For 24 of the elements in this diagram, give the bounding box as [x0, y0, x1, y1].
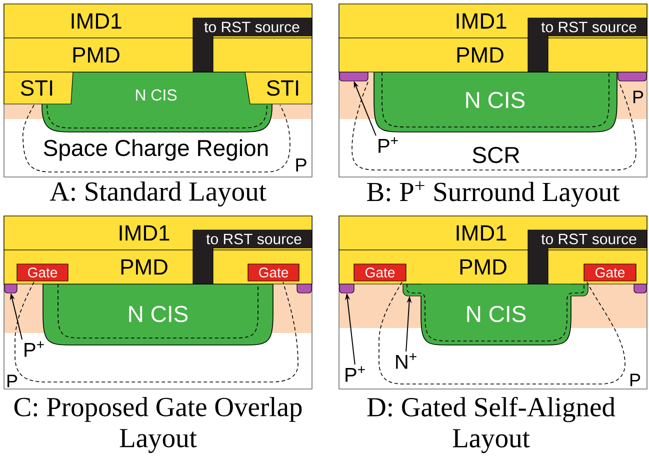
region-label: P$^{+}$ — [24, 341, 44, 357]
region-label: P$^{+}$ — [346, 366, 365, 382]
gate-electrode: Gate — [248, 264, 300, 282]
n-region: N CIS — [374, 72, 618, 132]
metal-contact: to RST source — [528, 18, 648, 72]
dielectric-layer: PMD — [338, 38, 648, 72]
n-region: N CIS — [42, 284, 274, 346]
figure-caption: C: Proposed Gate Overlap Layout — [14, 396, 302, 453]
figure-caption: B: P$^{+}$ Surround Layout — [367, 181, 620, 207]
substrate-label: P — [296, 158, 306, 172]
region-label: N$^{+}$ — [396, 353, 416, 369]
gate-electrode: Gate — [584, 264, 636, 282]
region-label: P$^{+}$ — [378, 137, 398, 153]
figure-caption: D: Gated Self-Aligned Layout — [367, 396, 616, 454]
substrate-label: P — [8, 374, 18, 388]
n-region: N CIS — [420, 284, 572, 346]
figure-caption: A: Standard Layout — [50, 182, 266, 206]
isolation-trench: STI — [4, 72, 74, 104]
gate-electrode: Gate — [16, 264, 68, 282]
depletion-region: Space Charge Region — [22, 104, 290, 172]
metal-contact: to RST source — [192, 18, 312, 72]
isolation-trench: STI — [244, 72, 312, 104]
substrate-label: P — [630, 374, 640, 386]
gate-electrode: Gate — [354, 264, 406, 282]
